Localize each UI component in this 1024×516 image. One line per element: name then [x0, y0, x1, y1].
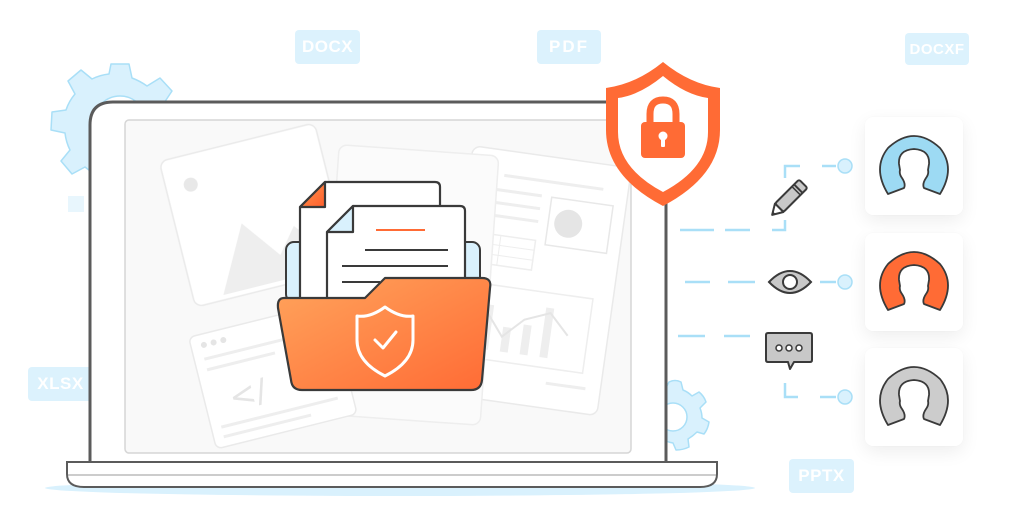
- format-tag-label: PDF: [549, 37, 589, 56]
- decorative-square: [68, 196, 84, 212]
- user-avatar-icon: [879, 251, 949, 311]
- format-tag-label: XLSX: [37, 374, 84, 393]
- secure-folder-icon: [276, 180, 492, 392]
- comment-icon: [765, 332, 813, 370]
- user-card-viewer[interactable]: [865, 233, 963, 331]
- format-tag-pptx: PPTX: [789, 459, 854, 493]
- format-tag-docxf: DOCXF: [905, 33, 969, 65]
- user-avatar-icon: [879, 366, 949, 426]
- format-tag-label: DOCX: [301, 37, 354, 56]
- format-tag-pdf: PDF: [537, 30, 601, 64]
- user-card-commenter[interactable]: [865, 348, 963, 446]
- format-tag-label: PPTX: [798, 466, 845, 485]
- format-tag-docx: DOCX: [295, 30, 360, 64]
- user-card-editor[interactable]: [865, 117, 963, 215]
- format-tag-xlsx: XLSX: [28, 367, 93, 401]
- format-tag-label: DOCXF: [909, 40, 965, 58]
- eye-icon: [767, 270, 813, 294]
- pencil-icon: [771, 179, 808, 216]
- user-avatar-icon: [879, 135, 949, 195]
- svg-text:</: </: [225, 371, 271, 417]
- shield-lock-icon: [606, 62, 720, 206]
